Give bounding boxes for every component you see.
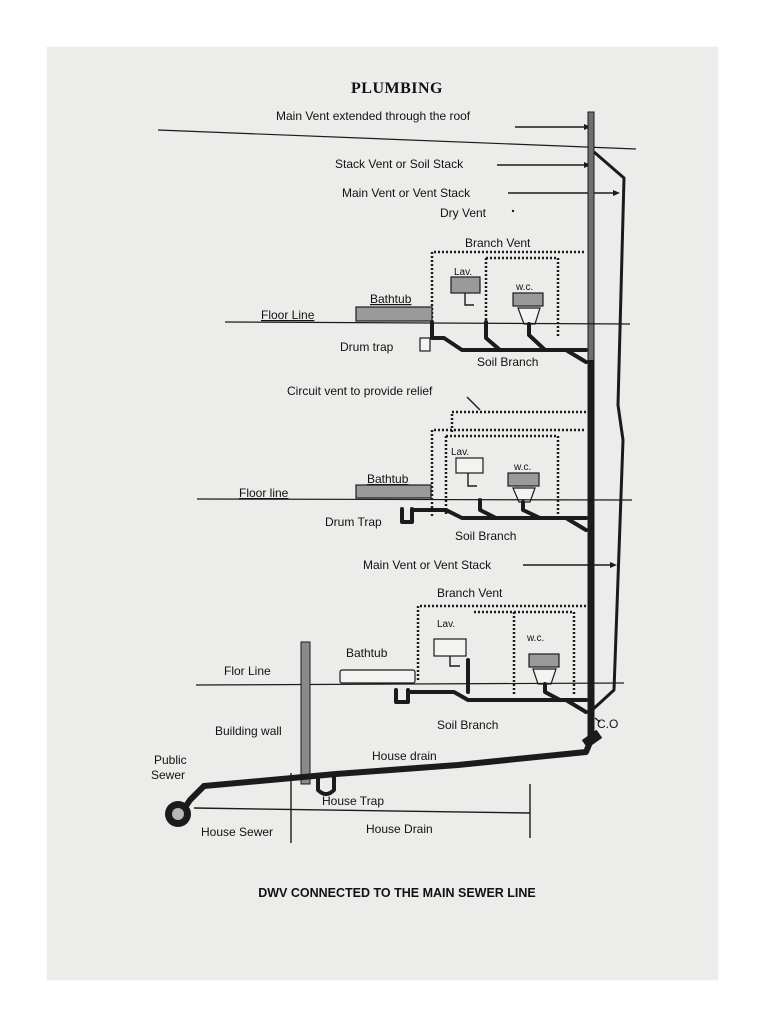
- label-branch-vent-1: Branch Vent: [465, 236, 531, 250]
- bathtub-3: [339, 669, 416, 684]
- paper-sheet: [47, 47, 718, 980]
- soil-branch-2-tie: [564, 516, 588, 532]
- label-cleanout: C.O: [597, 717, 618, 731]
- soil-branch-1: [430, 320, 588, 352]
- label-wc-2: w.c.: [513, 462, 531, 473]
- water-closet-3-tank: [528, 653, 560, 668]
- label-lav-1: Lav.: [454, 267, 472, 278]
- lav-1-branch: [484, 320, 502, 352]
- branch-vent-2-inner: [446, 434, 560, 516]
- branch-vent-1-inner: [486, 256, 560, 338]
- water-closet-2-tank: [507, 472, 540, 487]
- lavatory-1: [450, 276, 481, 294]
- diagram-title: PLUMBING: [351, 80, 443, 97]
- house-sewer-pipe: [183, 783, 207, 809]
- building-wall: [300, 641, 311, 785]
- leader-cleanout: [594, 717, 601, 723]
- label-building-wall: Building wall: [215, 724, 282, 738]
- drum-trap-3: [394, 688, 410, 704]
- branch-vent-1: [430, 250, 586, 338]
- label-drum-trap-1: Drum trap: [340, 340, 394, 354]
- label-wc-3: w.c.: [526, 633, 544, 644]
- label-stack-vent: Stack Vent or Soil Stack: [335, 157, 464, 171]
- water-closet-3-bowl: [532, 668, 557, 685]
- wc-2-branch: [521, 500, 542, 520]
- water-closet-1-tank: [512, 292, 544, 307]
- label-soil-branch-1: Soil Branch: [477, 355, 538, 369]
- label-house-trap: House Trap: [322, 794, 384, 808]
- label-circuit-vent: Circuit vent to provide relief: [287, 384, 433, 398]
- label-lav-2: Lav.: [451, 447, 469, 458]
- wc-3-branch: [543, 682, 562, 702]
- roof-line: [157, 129, 637, 150]
- circuit-vent: [450, 410, 586, 432]
- branch-vent-3: [416, 604, 586, 680]
- lav-1-drain: [464, 293, 474, 306]
- label-bathtub-3: Bathtub: [346, 646, 388, 660]
- soil-branch-1-tie: [564, 348, 588, 364]
- soil-branch-3-tie: [564, 698, 588, 714]
- floor-line-1: [224, 321, 631, 325]
- label-floor-line-1: Floor Line: [261, 308, 315, 322]
- label-main-vent-roof: Main Vent extended through the roof: [276, 109, 471, 123]
- lav-2-drain: [467, 473, 477, 487]
- bathtub-1: [355, 306, 433, 322]
- label-floor-line-2: Floor line: [239, 486, 289, 500]
- dimension-line: [193, 807, 531, 814]
- label-wc-1: w.c.: [515, 282, 533, 293]
- arrow-main-vent-stack-top: [613, 190, 620, 196]
- vent-stack: [588, 150, 626, 714]
- floor-line-2: [196, 498, 633, 501]
- arrow-main-vent-stack-mid: [610, 562, 617, 568]
- label-branch-vent-3: Branch Vent: [437, 586, 503, 600]
- label-floor-line-3: Flor Line: [224, 664, 271, 678]
- label-lav-3: Lav.: [437, 619, 455, 630]
- lavatory-3: [433, 638, 467, 657]
- branch-vent-3-inner: [474, 610, 576, 696]
- label-public-sewer-2: Sewer: [151, 768, 185, 782]
- leader-circuit-vent: [466, 396, 481, 411]
- water-closet-1-bowl: [517, 307, 541, 325]
- label-main-vent-stack-top: Main Vent or Vent Stack: [342, 186, 471, 200]
- floor-line-3: [195, 682, 625, 686]
- label-bathtub-1: Bathtub: [370, 292, 412, 306]
- public-sewer-inner: [172, 808, 184, 820]
- soil-branch-2: [410, 508, 588, 520]
- label-bathtub-2: Bathtub: [367, 472, 409, 486]
- label-main-vent-stack-mid: Main Vent or Vent Stack: [363, 558, 492, 572]
- label-soil-branch-2: Soil Branch: [455, 529, 516, 543]
- cleanout-cap: [581, 729, 603, 749]
- lav-3-drain: [449, 656, 460, 667]
- house-trap: [316, 773, 336, 796]
- wc-1-branch: [527, 322, 547, 352]
- drum-trap-2: [400, 507, 414, 524]
- water-closet-2-bowl: [512, 487, 536, 503]
- house-drain-pipe: [201, 737, 594, 789]
- lavatory-2: [455, 457, 484, 474]
- diagram-caption: DWV CONNECTED TO THE MAIN SEWER LINE: [258, 886, 536, 900]
- dry-vent-dot: [511, 209, 515, 213]
- soil-branch-3: [406, 690, 588, 702]
- label-house-drain-upper: House drain: [372, 749, 437, 763]
- label-soil-branch-3: Soil Branch: [437, 718, 498, 732]
- label-drum-trap-2: Drum Trap: [325, 515, 382, 529]
- branch-vent-2: [430, 428, 586, 516]
- lav-2-branch: [478, 498, 498, 520]
- label-public-sewer-1: Public: [154, 753, 187, 767]
- label-dry-vent: Dry Vent: [440, 206, 487, 220]
- drum-trap-1: [419, 337, 431, 352]
- bathtub-2: [355, 484, 432, 499]
- label-house-sewer: House Sewer: [201, 825, 273, 839]
- label-house-drain-lower: House Drain: [366, 822, 433, 836]
